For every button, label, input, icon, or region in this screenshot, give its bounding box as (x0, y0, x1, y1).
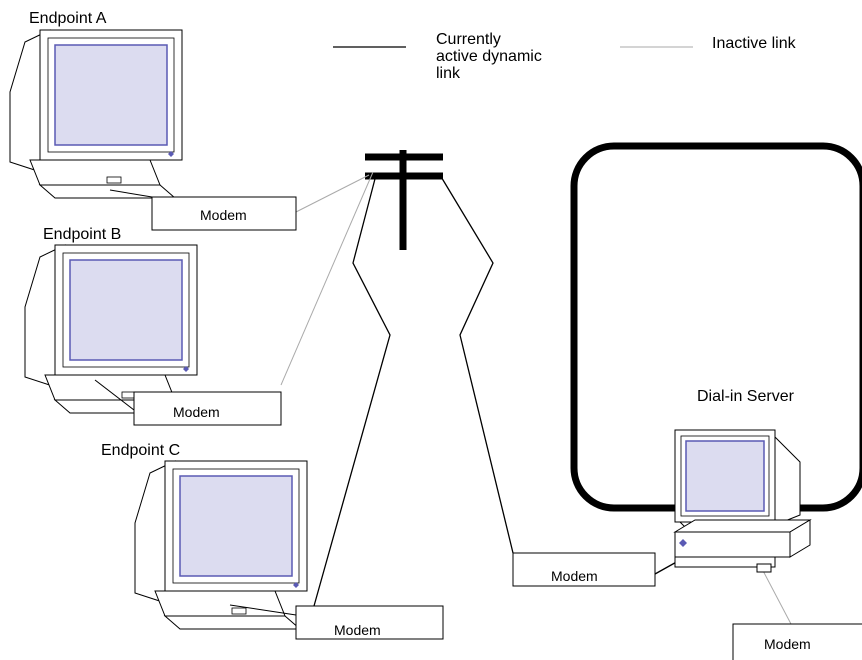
legend-active-label: Currently active dynamic link (436, 31, 542, 82)
modem-box-endpoint-c (295, 605, 444, 640)
legend-inactive-label: Inactive link (712, 35, 796, 52)
computer-icon-endpoint-c (134, 460, 308, 630)
modem-label-server: Modem (764, 636, 811, 652)
modem-label-server-left: Modem (551, 568, 598, 584)
computer-icon-endpoint-b (24, 244, 198, 414)
link-endpoint-a (295, 174, 370, 213)
cable-endpoint-c (229, 604, 297, 616)
link-server-modem (759, 564, 792, 625)
inactive-links (280, 171, 792, 625)
modem-label-endpoint-a: Modem (200, 207, 247, 223)
endpoint-b-label: Endpoint B (43, 226, 122, 243)
endpoint-a-label: Endpoint A (29, 10, 107, 27)
cable-endpoint-b (94, 379, 135, 411)
modem-label-endpoint-b: Modem (173, 404, 220, 420)
modem-label-endpoint-c: Modem (334, 622, 381, 638)
active-links (313, 174, 690, 607)
antenna-icon (365, 150, 443, 250)
active-link-endpoint-c (313, 174, 391, 607)
cable-endpoint-a (109, 189, 153, 198)
modem-box-endpoint-a (151, 196, 297, 231)
active-link-server (439, 174, 514, 554)
endpoint-c-label: Endpoint C (101, 442, 181, 459)
dial-in-server-label: Dial-in Server (697, 388, 794, 405)
computer-icon-endpoint-a (9, 29, 183, 199)
modem-box-endpoint-b (133, 391, 282, 426)
link-endpoint-b (280, 171, 374, 386)
computer-icon-dial-in-server (673, 429, 812, 573)
modem-box-server-left (512, 552, 656, 587)
modem-box-server (732, 623, 862, 660)
